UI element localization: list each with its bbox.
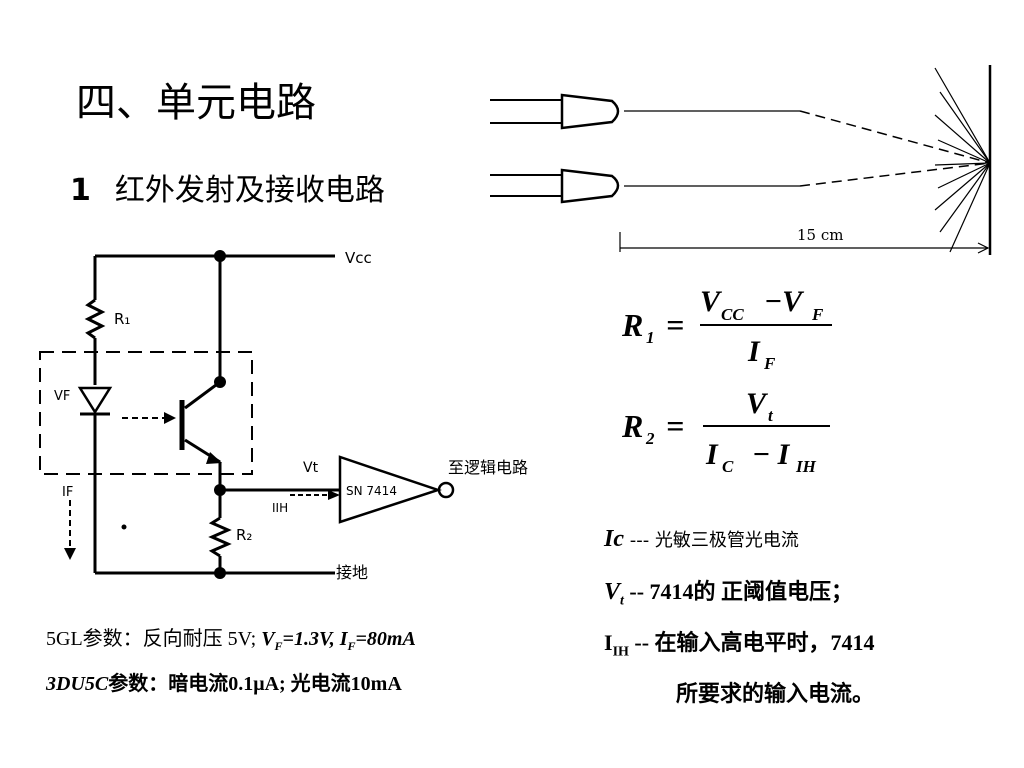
emitter-arrow-icon: [206, 452, 222, 464]
stray-dot: [121, 524, 127, 530]
note-iih-symbol: I: [604, 630, 613, 655]
receiver-body: [560, 168, 620, 204]
note-ic: Ic --- 光敏三极管光电流: [604, 526, 799, 553]
r2-formula: R 2 = V t I C − I IH: [621, 387, 830, 476]
collector-lead: [184, 380, 221, 410]
note-iih-sub: IH: [612, 644, 629, 660]
junction-dot: [214, 250, 226, 262]
if-arrow-head-icon: [64, 548, 76, 560]
r2-num-v: V: [746, 387, 769, 420]
param-if-value: =80mA: [355, 628, 416, 650]
r2-den-sub-ih: IH: [795, 457, 817, 476]
note-ic-text: --- 光敏三极管光电流: [624, 530, 799, 551]
gate-label: SN 7414: [346, 484, 397, 498]
param-if-symbol: I: [339, 628, 348, 650]
r2-symbol: R: [621, 408, 643, 444]
emitter-body: [560, 93, 620, 130]
param-vf-sub: F: [274, 639, 283, 653]
section-number: 1: [70, 173, 91, 208]
r1-num-v: V: [700, 285, 723, 318]
note-iih: IIH -- 在输入高电平时，7414: [604, 625, 875, 660]
r1-equals: =: [666, 307, 684, 343]
gate-output-bubble: [437, 481, 455, 499]
emit-beam-dashed: [799, 110, 991, 164]
r1-num-sub-f: F: [811, 305, 824, 324]
dim-arrow-icon: [977, 242, 990, 254]
junction-dot: [214, 376, 226, 388]
junction-dot: [214, 567, 226, 579]
r1-resistor: [84, 298, 106, 340]
r1-num-minus-v: −V: [764, 285, 805, 318]
vt-label: Vt: [303, 460, 319, 476]
r2-subscript: 2: [645, 429, 655, 448]
note-vt: Vt -- 7414的 正阈值电压；: [604, 574, 853, 609]
note-vt-symbol: V: [604, 579, 621, 605]
ground-label: 接地: [336, 563, 368, 582]
param-vf-symbol: V: [261, 628, 275, 650]
r1-den-i: I: [747, 335, 761, 368]
note-iih-text: -- 在输入高电平时，7414: [628, 630, 875, 655]
r2-den-minus-i: − I: [752, 438, 791, 471]
r2-resistor: [208, 516, 232, 558]
scatter-rays: [934, 67, 991, 253]
param-line-3du5c: 3DU5C参数：暗电流0.1μA; 光电流10mA: [46, 667, 402, 696]
param-if-sub: F: [347, 639, 356, 653]
schmitt-gate: [338, 455, 442, 524]
r1-label: R₁: [114, 310, 130, 328]
r1-symbol: R: [621, 307, 643, 343]
r1-formula: R 1 = V CC −V F I F: [621, 285, 832, 373]
param-3du5c-model: 3DU5C: [46, 673, 109, 695]
param-5gl-prefix: 5GL参数：反向耐压 5V;: [46, 628, 262, 650]
section-title: 红外发射及接收电路: [114, 173, 385, 208]
r1-den-sub: F: [763, 354, 776, 373]
r2-equals: =: [666, 408, 684, 444]
r1-subscript: 1: [646, 328, 655, 347]
led-triangle: [77, 386, 113, 415]
junction-dot: [214, 484, 226, 496]
if-label: IF: [62, 485, 73, 500]
r2-label: R₂: [236, 526, 252, 544]
param-3du5c-rest: 参数：暗电流0.1μA; 光电流10mA: [108, 673, 402, 695]
iih-label: IIH: [272, 501, 288, 515]
param-vf-value: =1.3V,: [282, 628, 340, 650]
r1-num-sub-cc: CC: [721, 305, 744, 324]
note-vt-text: -- 7414的 正阈值电压；: [623, 579, 854, 604]
iih-arrow-head-icon: [328, 490, 340, 500]
r2-den-sub-c: C: [722, 457, 734, 476]
section-heading: 1 红外发射及接收电路: [70, 165, 385, 209]
note-ic-symbol: Ic: [604, 526, 624, 552]
note-iih-cont: 所要求的输入电流。: [676, 681, 875, 706]
param-line-5gl: 5GL参数：反向耐压 5V; VF=1.3V, IF=80mA: [46, 622, 416, 654]
page-title: 四、单元电路: [76, 80, 316, 126]
light-arrow-head-icon: [164, 412, 176, 424]
output-label: 至逻辑电路: [448, 458, 528, 477]
vf-label: VF: [54, 389, 70, 404]
r2-num-sub: t: [768, 406, 774, 425]
r2-den-i: I: [705, 438, 719, 471]
distance-label: 15 cm: [797, 226, 843, 244]
coupler-box: [39, 351, 253, 475]
vcc-label: Vcc: [345, 249, 372, 267]
note-vt-sub: t: [620, 593, 624, 609]
